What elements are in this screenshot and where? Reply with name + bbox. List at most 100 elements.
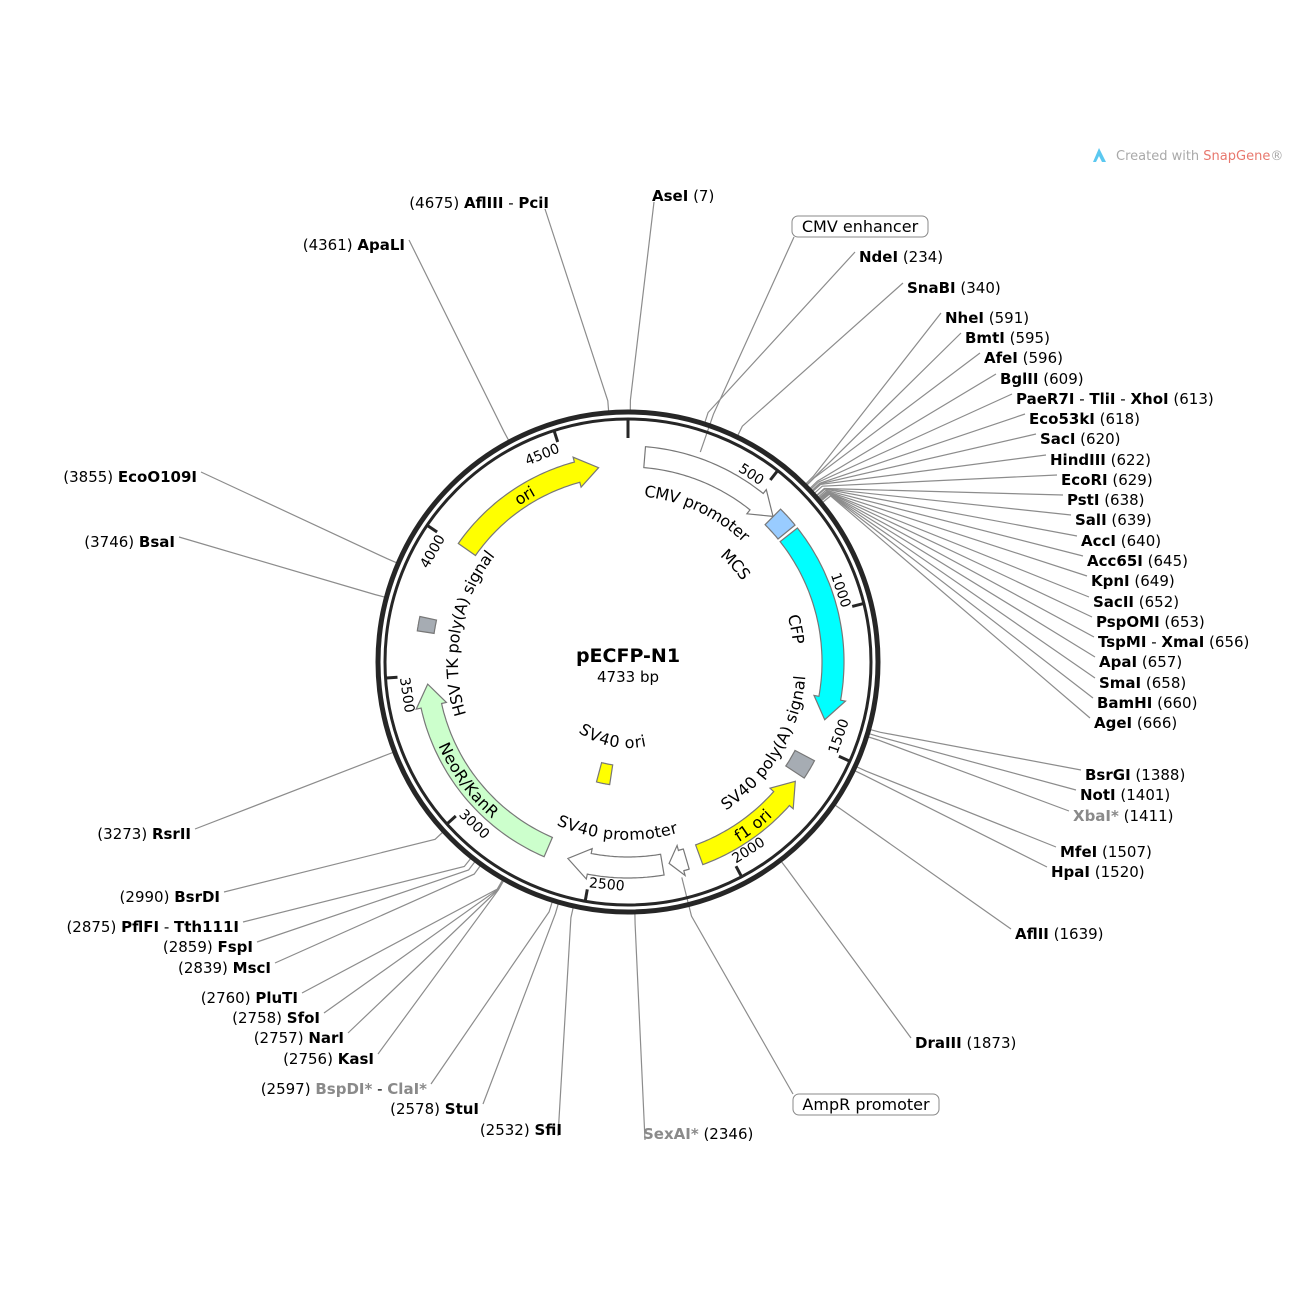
feature-f1-ori[interactable] xyxy=(694,780,796,866)
enzyme-site-asei[interactable]: AseI (7) xyxy=(652,187,714,205)
enzyme-site-agei[interactable]: AgeI (666) xyxy=(1094,714,1177,732)
backbone-outer xyxy=(375,409,881,915)
enzyme-site-ndei[interactable]: NdeI (234) xyxy=(859,248,943,266)
tick-label: 3500 xyxy=(396,676,417,714)
enzyme-site-draiii[interactable]: DraIII (1873) xyxy=(915,1034,1016,1052)
enzyme-site-saci[interactable]: SacI (620) xyxy=(1040,430,1121,448)
enzyme-site-noti[interactable]: NotI (1401) xyxy=(1080,786,1170,804)
enzyme-line xyxy=(200,471,397,564)
enzyme-line xyxy=(323,880,504,1014)
enzyme-line xyxy=(821,493,1094,699)
enzyme-site-ecori[interactable]: EcoRI (629) xyxy=(1061,471,1153,489)
enzyme-site-sali[interactable]: SalI (639) xyxy=(1075,511,1152,529)
feature-hsv-tk-poly-a-signal[interactable] xyxy=(416,615,438,635)
enzyme-site-kasi[interactable]: (2756) KasI xyxy=(283,1050,374,1068)
enzyme-labels: AseI (7) NdeI (234) SnaBI (340) NheI (591) B… xyxy=(63,187,1249,1143)
enzyme-site-apali[interactable]: (4361) ApaLI xyxy=(303,236,405,254)
enzyme-site-bsrdi[interactable]: (2990) BsrDI xyxy=(120,888,220,906)
feature-sv40-poly-a-signal[interactable] xyxy=(784,749,816,779)
tick-label: 4500 xyxy=(523,441,562,469)
enzyme-site-bmti[interactable]: BmtI (595) xyxy=(965,329,1050,347)
enzyme-site-bamhi[interactable]: BamHI (660) xyxy=(1097,694,1197,712)
enzyme-site-ecoo109i[interactable]: (3855) EcoO109I xyxy=(63,468,197,486)
enzyme-site-rsrii[interactable]: (3273) RsrII xyxy=(97,825,191,843)
enzyme-site-stui[interactable]: (2578) StuI xyxy=(390,1100,479,1118)
enzyme-line xyxy=(869,733,1077,791)
enzyme-site-apai[interactable]: ApaI (657) xyxy=(1099,653,1182,671)
enzyme-line xyxy=(814,474,1058,494)
enzyme-site-bsrgi[interactable]: BsrGI (1388) xyxy=(1085,766,1185,784)
callout-line xyxy=(699,236,795,453)
enzyme-line xyxy=(868,736,1070,812)
feature-neor-kanr[interactable] xyxy=(415,683,554,858)
enzyme-site-eco53ki[interactable]: Eco53kI (618) xyxy=(1029,410,1140,428)
enzyme-site-bglii[interactable]: BglII (609) xyxy=(1000,370,1084,388)
enzyme-site-afliii-pcii[interactable]: (4675) AflIII - PciI xyxy=(409,194,549,212)
plasmid-name: pECFP-N1 xyxy=(576,645,680,667)
enzyme-line xyxy=(854,770,1048,868)
feature-ampr-promoter[interactable] xyxy=(668,843,690,878)
enzyme-line xyxy=(834,804,1012,930)
enzyme-line xyxy=(818,489,1084,557)
enzyme-site-sfoi[interactable]: (2758) SfoI xyxy=(232,1009,320,1027)
enzyme-site-kpni[interactable]: KpnI (649) xyxy=(1091,572,1175,590)
enzyme-line xyxy=(822,495,1091,719)
enzyme-line xyxy=(544,208,610,411)
enzyme-site-sexai[interactable]: SexAI* (2346) xyxy=(643,1125,753,1143)
enzyme-site-hpai[interactable]: HpaI (1520) xyxy=(1051,863,1145,881)
enzyme-line xyxy=(820,493,1096,679)
feature-label-sv40-ori: SV40 ori xyxy=(576,719,647,752)
callout-label-ampr-promoter[interactable]: AmpR promoter xyxy=(802,1095,930,1114)
enzyme-site-pspomi[interactable]: PspOMI (653) xyxy=(1096,613,1205,631)
snapgene-logo: Created with SnapGene® xyxy=(1093,148,1283,164)
callout-lines xyxy=(178,201,1096,1141)
enzyme-site-sacii[interactable]: SacII (652) xyxy=(1093,593,1179,611)
enzyme-site-acc65i[interactable]: Acc65I (645) xyxy=(1087,552,1188,570)
plasmid-length: 4733 bp xyxy=(597,668,659,686)
snapgene-icon xyxy=(1093,148,1106,162)
enzyme-site-mfei[interactable]: MfeI (1507) xyxy=(1060,843,1152,861)
enzyme-line xyxy=(194,751,394,830)
tick-mark xyxy=(425,523,438,534)
enzyme-line xyxy=(408,239,510,441)
feature-ori[interactable] xyxy=(457,456,600,557)
enzyme-site-aflii[interactable]: AflII (1639) xyxy=(1015,925,1104,943)
enzyme-site-nhei[interactable]: NheI (591) xyxy=(945,309,1029,327)
created-with-text: Created with SnapGene® xyxy=(1116,149,1283,164)
tick-mark xyxy=(851,601,866,608)
feature-sv40-ori[interactable] xyxy=(595,761,614,786)
enzyme-site-fspi[interactable]: (2859) FspI xyxy=(163,938,253,956)
enzyme-site-bsai[interactable]: (3746) BsaI xyxy=(84,533,175,551)
feature-cmv-promoter[interactable] xyxy=(643,446,774,518)
enzyme-site-pluti[interactable]: (2760) PluTI xyxy=(201,989,298,1007)
enzyme-site-psti[interactable]: PstI (638) xyxy=(1067,491,1145,509)
enzyme-site-acci[interactable]: AccI (640) xyxy=(1081,532,1161,550)
tick-mark xyxy=(445,814,457,826)
enzyme-line xyxy=(223,832,443,893)
tick-mark xyxy=(838,754,852,763)
enzyme-site-nari[interactable]: (2757) NarI xyxy=(254,1029,344,1047)
feature-sv40-promoter[interactable] xyxy=(566,847,665,881)
enzyme-site-pflfi-tth111i[interactable]: (2875) PflFI - Tth111I xyxy=(66,918,239,936)
callout-label-cmv-enhancer[interactable]: CMV enhancer xyxy=(802,217,919,236)
enzyme-site-paer7i-tlii-xhoi[interactable]: PaeR7I - TliI - XhoI (613) xyxy=(1016,390,1214,408)
feature-mcs[interactable] xyxy=(764,508,796,540)
enzyme-line xyxy=(274,865,481,964)
feature-label-mcs: MCS xyxy=(717,545,754,584)
enzyme-site-msci[interactable]: (2839) MscI xyxy=(178,959,271,977)
enzyme-line xyxy=(430,902,553,1085)
plasmid-title: pECFP-N1 4733 bp xyxy=(576,645,680,686)
enzyme-site-hindiii[interactable]: HindIII (622) xyxy=(1050,451,1151,469)
enzyme-site-xbai[interactable]: XbaI* (1411) xyxy=(1073,807,1174,825)
enzyme-site-bspdi-clai[interactable]: (2597) BspDI* - ClaI* xyxy=(261,1080,427,1098)
enzyme-site-sfii[interactable]: (2532) SfiI xyxy=(480,1121,562,1139)
enzyme-site-smai[interactable]: SmaI (658) xyxy=(1099,674,1186,692)
enzyme-site-tspmi-xmai[interactable]: TspMI - XmaI (656) xyxy=(1098,633,1249,651)
enzyme-line xyxy=(557,907,574,1137)
enzyme-site-snabi[interactable]: SnaBI (340) xyxy=(907,279,1001,297)
enzyme-line xyxy=(811,413,1026,491)
enzyme-site-afei[interactable]: AfeI (596) xyxy=(984,349,1063,367)
tick-label: 4000 xyxy=(417,532,448,571)
feature-cfp[interactable] xyxy=(779,527,847,721)
